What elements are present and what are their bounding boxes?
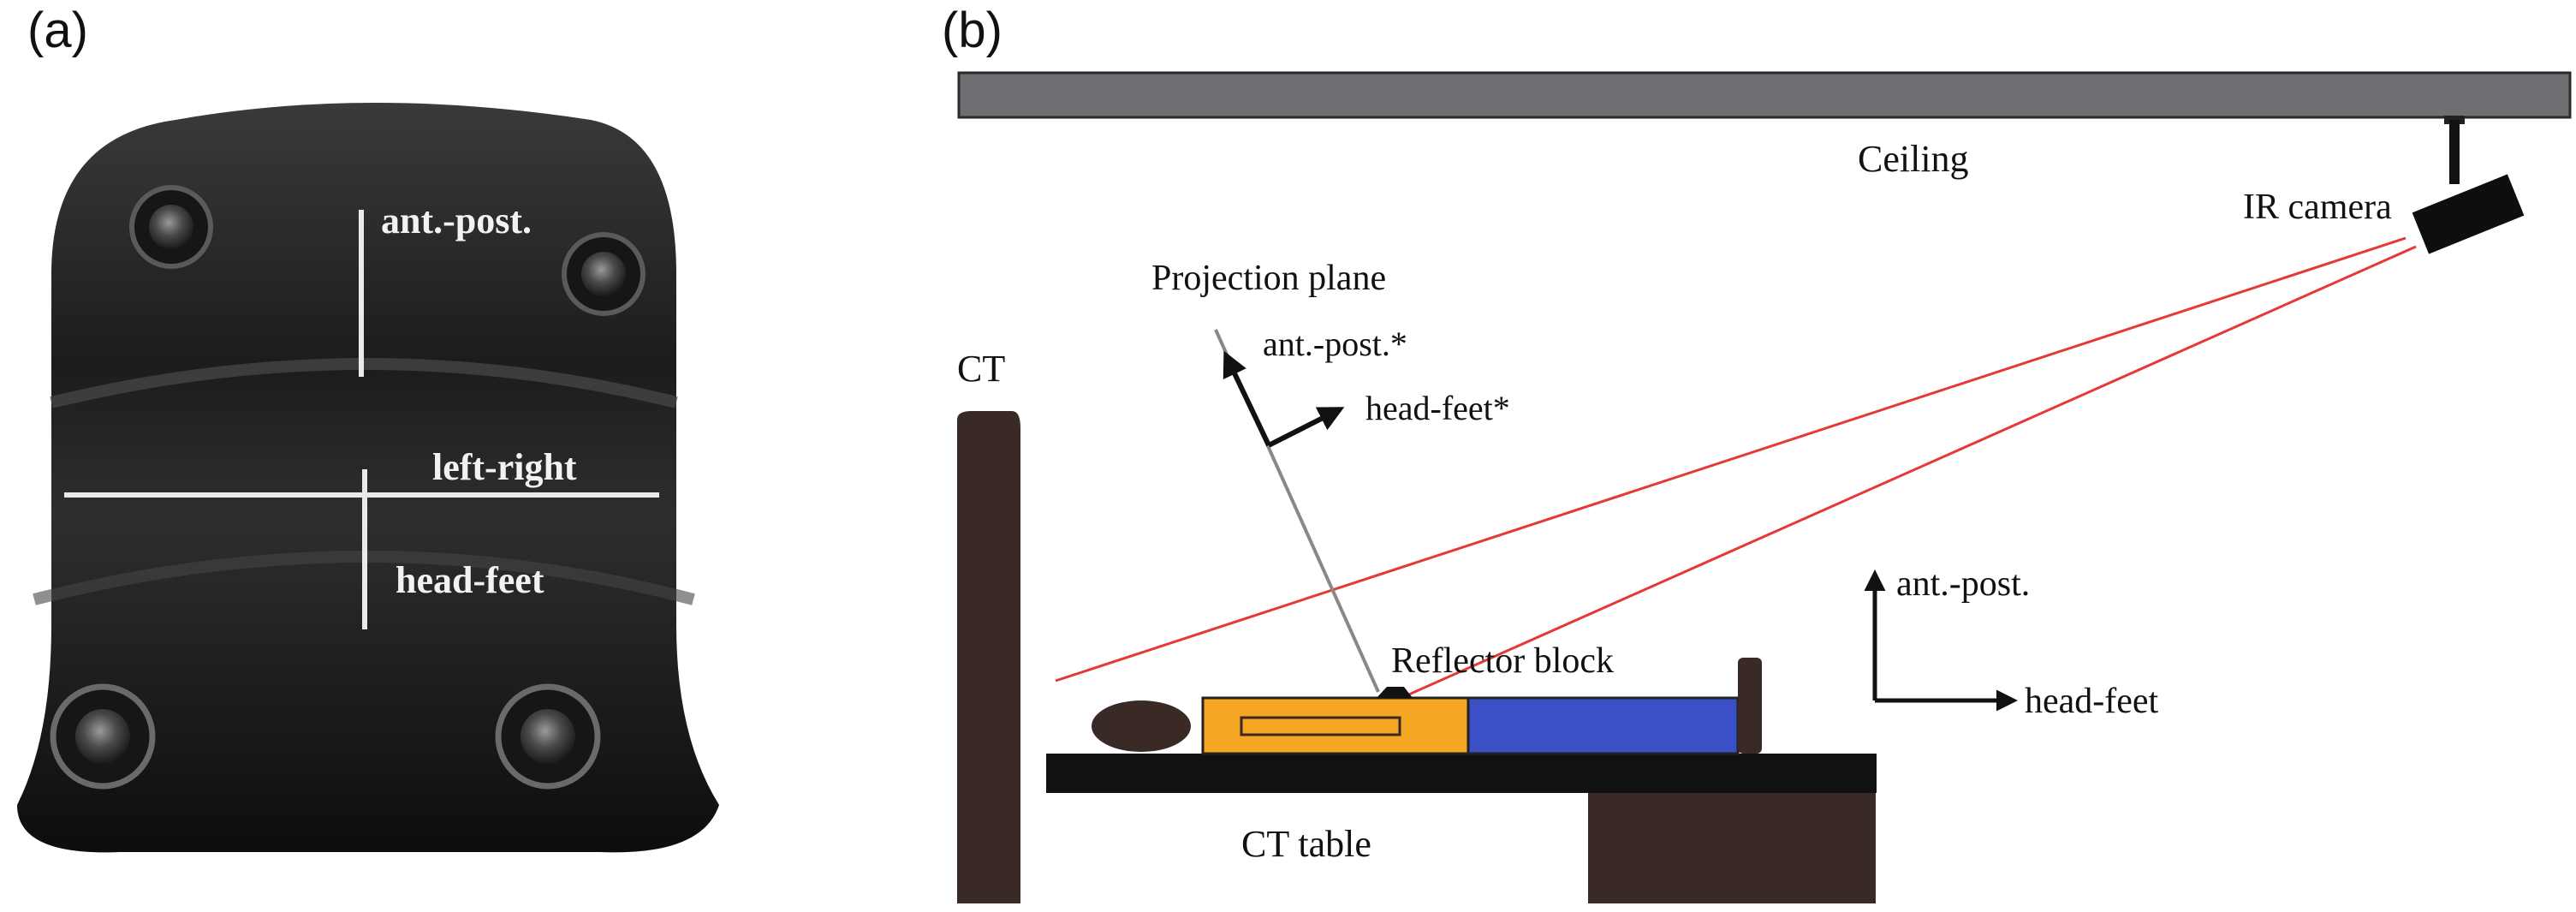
ir-ray-to-reflector [1395,245,2417,702]
a-label-head-feet: head-feet [396,559,544,601]
reflector-block-side [1201,696,1470,755]
ct-label: CT [957,348,1005,390]
a-label-ant-post: ant.-post. [381,200,532,241]
proj-head-feet-label: head-feet* [1365,389,1510,427]
panel-a-label: (a) [27,3,88,58]
panel-b-label: (b) [942,3,1002,58]
a-label-left-right: left-right [432,446,577,488]
ct-table-base [1588,793,1876,903]
ant-post-label: ant.-post. [1896,564,2030,604]
reflector-marker [1377,687,1413,698]
ct-table-label: CT table [1241,823,1371,865]
ceiling-label: Ceiling [1858,138,1969,180]
proj-ant-post-label: ant.-post.* [1263,325,1407,363]
ir-camera-label: IR camera [2243,188,2392,227]
reflector-block-photo: ant.-post. left-right head-feet [17,103,719,853]
panel-a: (a) [17,3,719,853]
ir-ray-to-ct [1055,236,2406,683]
proj-ant-post-arrow [1223,350,1271,447]
reflector-block-inner [1240,716,1401,736]
patient-head [1092,700,1191,752]
head-feet-label: head-feet [2025,682,2159,721]
proj-head-feet-arrow [1267,407,1345,448]
marker-sphere-bottom-right [495,683,601,790]
ceiling-bar [957,71,2572,119]
marker-sphere-top-right [562,232,645,316]
panel-b: (b) Ceiling IR camera CT CT table Ref [942,3,2572,903]
ir-camera [2412,116,2525,254]
foot-rest [1738,658,1762,754]
marker-sphere-bottom-left [50,683,156,790]
ct-table-top [1046,754,1877,793]
marker-sphere-top-left [129,185,213,269]
projection-plane-label: Projection plane [1151,259,1386,298]
patient-body [1466,696,1740,755]
ct-gantry [957,411,1020,903]
reflector-block-label: Reflector block [1391,641,1614,681]
